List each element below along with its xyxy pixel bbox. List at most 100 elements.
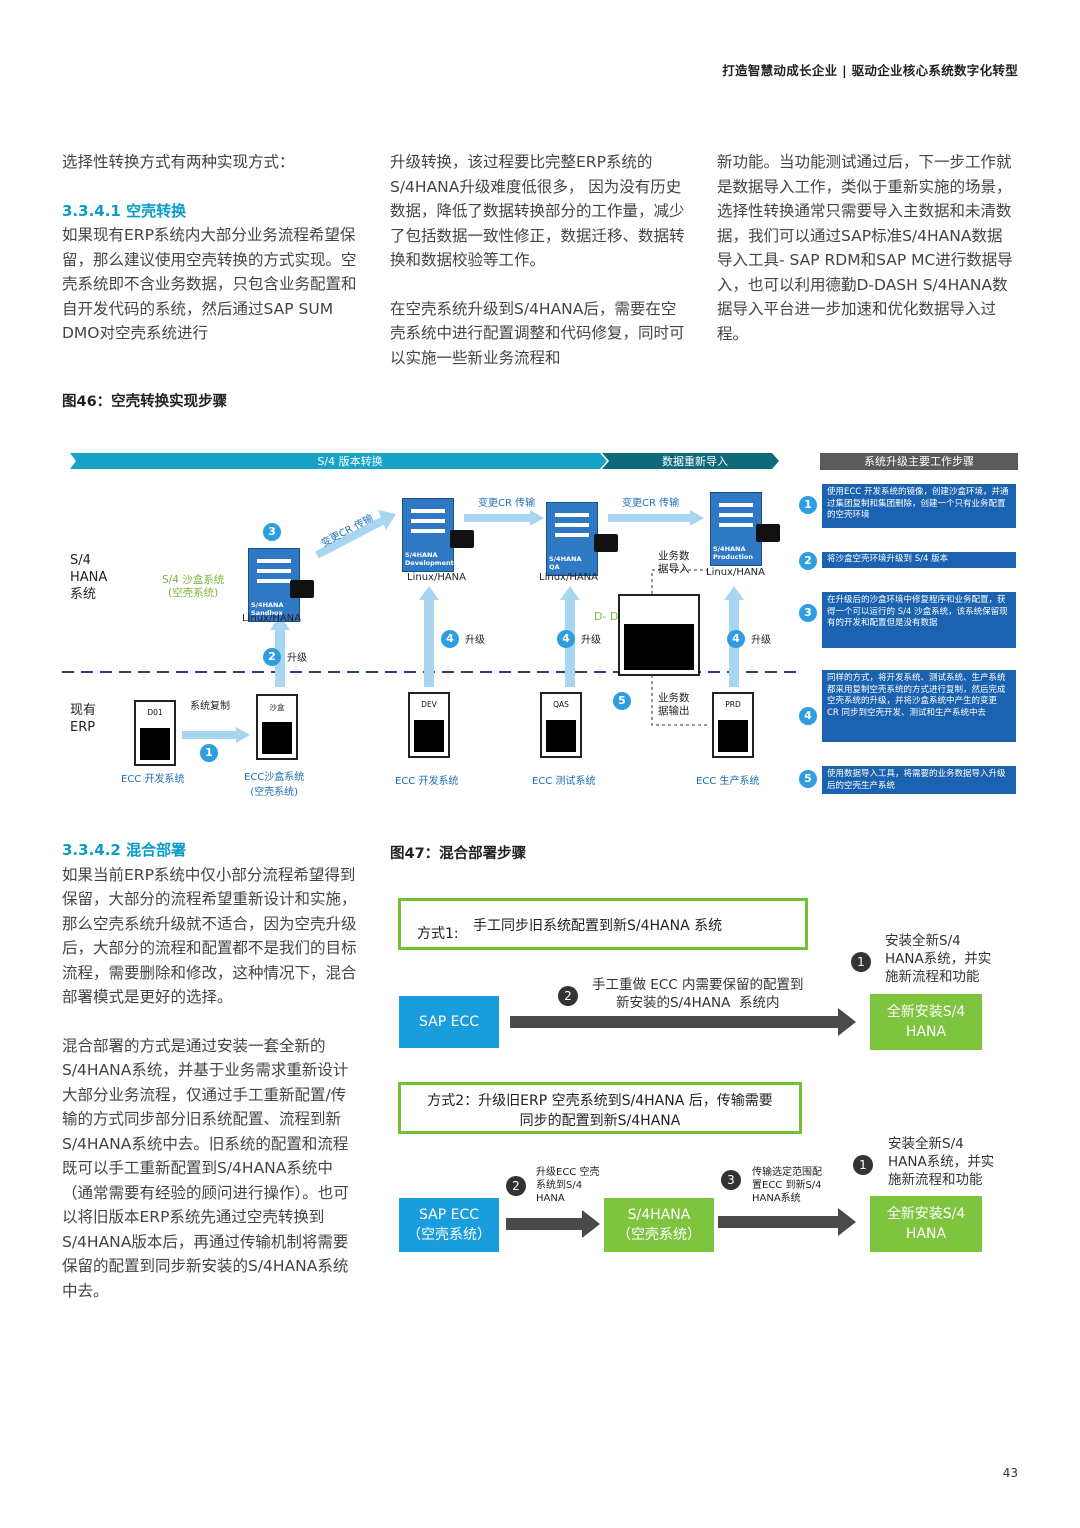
panel-step-3-marker: 3 [799, 604, 817, 622]
m1-sap-ecc-box: SAP ECC [399, 996, 499, 1048]
figure-46-title: 图46：空壳转换实现步骤 [62, 394, 228, 410]
phase-bar-arrow-1 [70, 453, 607, 469]
box-tag: D01 [147, 708, 163, 717]
m2-step-2-text: 升级ECC 空壳 系统到S/4 HANA [536, 1167, 600, 1204]
phase-bar-label-2: 数据重新导入 [662, 455, 728, 468]
column-1: 选择性转换方式有两种实现方式： 3.3.4.1 空壳转换 如果现有ERP系统内大… [62, 150, 360, 346]
linux-hana-sandbox: Linux/HANA [242, 613, 301, 624]
chip-icon [450, 530, 474, 548]
box-tag: QAS [553, 700, 569, 709]
m2-step-3-marker: 3 [721, 1170, 741, 1190]
server-qa-icon: S/4HANA QA [546, 502, 598, 576]
step-2-marker: 2 [263, 648, 281, 666]
section-heading-3341: 3.3.4.1 空壳转换 [62, 201, 187, 220]
data-export-line [651, 675, 708, 726]
step-3-marker: 3 [263, 523, 281, 541]
box-tag: DEV [421, 700, 437, 709]
page-number: 43 [1002, 1466, 1018, 1480]
m1-step-2-text: 手工重做 ECC 内需要保留的配置到 新安装的S/4HANA 系统内 [592, 977, 804, 1011]
ecc-test-label: ECC 测试系统 [532, 776, 596, 787]
phase-bar-arrow-2 [602, 453, 779, 469]
m2-arrow-1 [506, 1210, 600, 1238]
upgrade-label: 升级 [287, 653, 307, 664]
col2-paragraph-2: 在空壳系统升级到S/4HANA后，需要在空壳系统中进行配置调整和代码修复，同时可… [390, 299, 685, 367]
erp-box-sandbox: 沙盒 [256, 694, 298, 760]
section-body-3342-p1: 如果当前ERP系统中仅小部分流程希望得到保留，大部分的流程希望重新设计和实施，那… [62, 865, 357, 1007]
chip-icon [290, 580, 314, 598]
row-label-s4hana: S/4 HANA 系统 [70, 553, 108, 602]
erp-box-prd: PRD [712, 692, 754, 758]
step-4-marker: 4 [727, 630, 745, 648]
cr-transport-label-3: 变更CR 传输 [622, 498, 680, 509]
data-import-label: 业务数 据导入 [658, 550, 690, 575]
erp-box-dev: DEV [408, 692, 450, 758]
m1-step-1-marker: 1 [851, 952, 871, 972]
panel-step-5-marker: 5 [799, 770, 817, 788]
m2-arrow-2 [718, 1208, 856, 1236]
m1-arrow [510, 1008, 856, 1036]
step-1-marker: 1 [200, 744, 218, 762]
server-dev-label: S/4HANA Development [405, 551, 454, 567]
m2-new-s4hana-box: 全新安装S/4 HANA [870, 1196, 982, 1252]
server-production-icon: S/4HANA Production [710, 492, 762, 566]
ecc-sandbox-label: ECC沙盒系统 (空壳系统) [244, 772, 305, 798]
server-production-label: S/4HANA Production [713, 545, 753, 561]
panel-step-5: 使用数据导入工具，将需要的业务数据导入升级后的空壳生产系统 [822, 766, 1016, 794]
upgrade-label: 升级 [465, 635, 485, 646]
erp-box-qas: QAS [540, 692, 582, 758]
phase-bar-steps [820, 453, 1018, 470]
linux-hana-dev: Linux/HANA [407, 572, 466, 583]
method-2-box: 方式2：升级旧ERP 空壳系统到S/4HANA 后，传输需要 同步的配置到新S/… [398, 1082, 802, 1134]
figure-47-title: 图47：混合部署步骤 [390, 846, 527, 862]
m1-step-1-text: 安装全新S/4 HANA系统，并实 施新流程和功能 [885, 933, 992, 985]
data-import-line [651, 569, 708, 600]
box-tag: 沙盒 [269, 703, 285, 712]
section-body-3342-p2: 混合部署的方式是通过安装一套全新的S/4HANA系统，并基于业务需求重新设计大部… [62, 1036, 349, 1300]
method-1-text: 手工同步旧系统配置到新S/4HANA 系统 [473, 918, 723, 934]
method-1-box: 方式1: 手工同步旧系统配置到新S/4HANA 系统 [398, 898, 808, 950]
phase-bar-label-3: 系统升级主要工作步骤 [864, 455, 974, 468]
server-sandbox-label: S/4HANA Sandbox [251, 601, 284, 617]
ddash-box [618, 594, 700, 676]
m2-sap-ecc-box: SAP ECC （空壳系统） [399, 1198, 499, 1252]
panel-step-4-marker: 4 [799, 707, 817, 725]
m2-s4hana-shell-box: S/4HANA （空壳系统） [604, 1198, 714, 1252]
ecc-dev-label-1: ECC 开发系统 [121, 774, 185, 785]
box-tag: PRD [725, 700, 741, 709]
erp-box-d01: D01 [134, 700, 176, 766]
column-3: 新功能。当功能测试通过后，下一步工作就是数据导入工作，类似于重新实施的场景，选择… [717, 150, 1015, 346]
section-body-3341: 如果现有ERP系统内大部分业务流程希望保留，那么建议使用空壳转换的方式实现。空壳… [62, 226, 357, 342]
ecc-prd-label: ECC 生产系统 [696, 776, 760, 787]
panel-step-3: 在升级后的沙盒环境中修复程序和业务配置，获得一个可以运行的 S/4 沙盒系统，该… [822, 592, 1016, 648]
step-5-marker: 5 [613, 692, 631, 710]
server-dev-icon: S/4HANA Development [402, 498, 454, 572]
panel-step-1-marker: 1 [799, 496, 817, 514]
column-1-lower: 3.3.4.2 混合部署 如果当前ERP系统中仅小部分流程希望得到保留，大部分的… [62, 838, 360, 1303]
data-export-label: 业务数 据输出 [658, 692, 690, 717]
sandbox-system-label: S/4 沙盒系统 (空壳系统) [162, 574, 225, 599]
panel-step-2: 将沙盒空壳环境升级到 S/4 版本 [822, 552, 1016, 568]
panel-step-2-marker: 2 [799, 552, 817, 570]
upgrade-label: 升级 [751, 635, 771, 646]
panel-step-1: 使用ECC 开发系统的镜像，创建沙盒环境，并通过集团复制和集团删除，创建一个只有… [822, 484, 1016, 528]
page-header: 打造智慧动成长企业 | 驱动企业核心系统数字化转型 [722, 63, 1018, 78]
upgrade-label: 升级 [581, 635, 601, 646]
phase-bar-label-1: S/4 版本转换 [317, 455, 383, 468]
m2-step-1-marker: 1 [853, 1155, 873, 1175]
column-2: 升级转换，该过程要比完整ERP系统的S/4HANA升级难度低很多， 因为没有历史… [390, 150, 686, 370]
col2-paragraph-1: 升级转换，该过程要比完整ERP系统的S/4HANA升级难度低很多， 因为没有历史… [390, 153, 685, 269]
panel-step-4: 同样的方式，将开发系统、测试系统、生产系统都采用复制空壳系统的方式进行复制，然后… [822, 670, 1016, 742]
m2-step-3-text: 传输选定范围配 置ECC 到新S/4 HANA系统 [752, 1167, 822, 1204]
m1-new-s4hana-box: 全新安装S/4 HANA [870, 994, 982, 1050]
system-copy-label: 系统复制 [190, 701, 230, 712]
method-1-prefix: 方式1: [417, 926, 459, 942]
linux-hana-qa: Linux/HANA [539, 572, 598, 583]
chip-icon [594, 534, 618, 552]
chip-icon [756, 524, 780, 542]
linux-hana-prd: Linux/HANA [706, 567, 765, 578]
m1-step-2-marker: 2 [558, 986, 578, 1006]
row-label-erp: 现有 ERP [70, 703, 97, 735]
cr-arrow-1 [315, 516, 386, 559]
m2-step-2-marker: 2 [506, 1176, 526, 1196]
step-4-marker: 4 [557, 630, 575, 648]
